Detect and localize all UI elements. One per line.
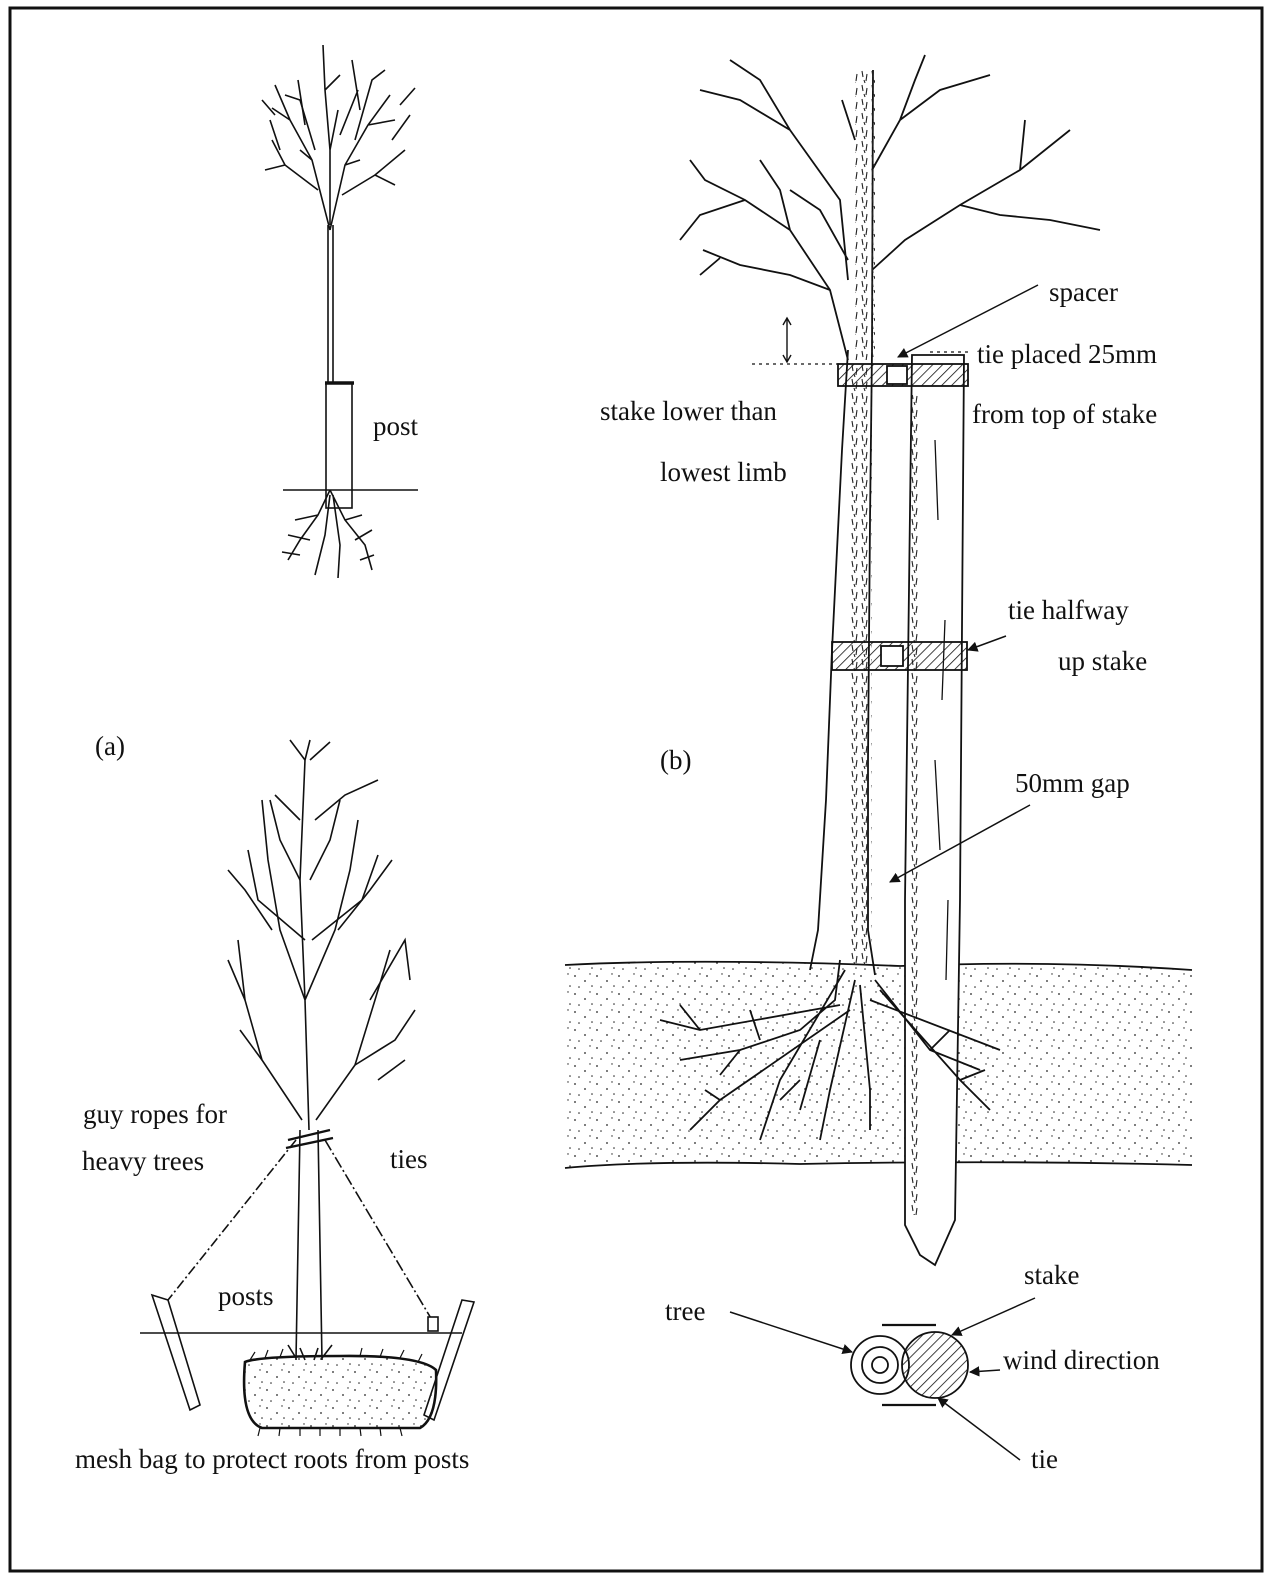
- cross-section-tree: [851, 1336, 909, 1394]
- label-cs-tree: tree: [665, 1298, 705, 1325]
- panel-a-top-tree: [262, 45, 418, 578]
- label-spacer: spacer: [1049, 279, 1118, 306]
- label-posts: posts: [218, 1283, 274, 1310]
- label-tie-halfway-line2: up stake: [1058, 648, 1147, 675]
- label-cs-tie: tie: [1031, 1446, 1058, 1473]
- label-ties: ties: [390, 1146, 428, 1173]
- label-tie-top-line2: from top of stake: [972, 401, 1157, 428]
- panel-b-marker: (b): [660, 747, 691, 774]
- label-guy-ropes-line1: guy ropes for: [83, 1101, 227, 1128]
- label-tie-top-line1: tie placed 25mm: [977, 341, 1157, 368]
- label-cs-stake: stake: [1024, 1262, 1079, 1289]
- label-50mm-gap: 50mm gap: [1015, 770, 1130, 797]
- panel-b-cross-section: [730, 1298, 1035, 1460]
- panel-a-marker: (a): [95, 733, 125, 760]
- label-stake-lower-line2: lowest limb: [660, 459, 787, 486]
- cross-section-stake: [902, 1332, 968, 1398]
- label-stake-lower-line1: stake lower than: [600, 398, 777, 425]
- label-post: post: [373, 413, 418, 440]
- label-guy-ropes-line2: heavy trees: [82, 1148, 204, 1175]
- label-tie-halfway-line1: tie halfway: [1008, 597, 1129, 624]
- label-cs-wind: wind direction: [1003, 1347, 1160, 1374]
- caption-mesh-bag: mesh bag to protect roots from posts: [75, 1446, 469, 1473]
- panel-a-bottom-tree: [140, 740, 474, 1436]
